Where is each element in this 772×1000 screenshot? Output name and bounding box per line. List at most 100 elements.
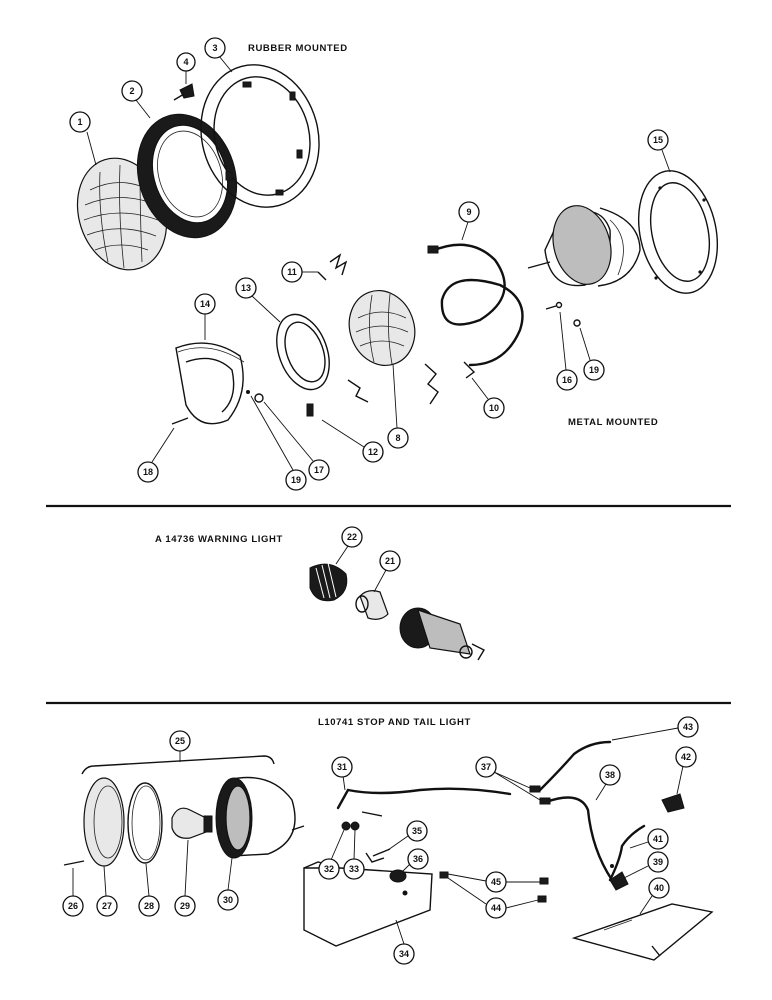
- callout-31: 31: [331, 756, 353, 791]
- svg-text:19: 19: [291, 475, 301, 485]
- svg-text:32: 32: [324, 864, 334, 874]
- callout-22: 22: [335, 526, 363, 565]
- callout-36: 36: [401, 848, 429, 873]
- svg-text:4: 4: [183, 57, 188, 67]
- callout-30: 30: [217, 857, 239, 911]
- small-parts-metal: [171, 301, 581, 425]
- svg-text:17: 17: [314, 465, 324, 475]
- wire-43: [538, 740, 612, 792]
- callout-2: 2: [121, 80, 151, 119]
- warning-light-cap-22: [309, 562, 348, 602]
- callout-9: 9: [458, 201, 480, 241]
- warning-light-socket: [399, 607, 485, 661]
- svg-text:22: 22: [347, 532, 357, 542]
- svg-text:31: 31: [337, 762, 347, 772]
- warning-light-bulb-21: [355, 590, 389, 620]
- callout-12: 12: [321, 419, 384, 463]
- rubber-mounting-ring: [136, 113, 238, 239]
- wire-38-39: [544, 796, 646, 882]
- lamp-housing-30: [215, 776, 305, 859]
- trim-ring-13: [276, 313, 330, 391]
- screw-26: [63, 860, 85, 866]
- svg-text:36: 36: [413, 854, 423, 864]
- svg-text:8: 8: [395, 433, 400, 443]
- svg-text:30: 30: [223, 895, 233, 905]
- svg-text:43: 43: [683, 722, 693, 732]
- callout-28: 28: [138, 863, 160, 917]
- callout-45: 45: [447, 871, 540, 893]
- svg-text:44: 44: [491, 903, 501, 913]
- callout-37: 37: [475, 756, 541, 801]
- mounting-flange-ring: [200, 64, 320, 208]
- callout-39: 39: [623, 851, 669, 879]
- svg-text:12: 12: [368, 447, 378, 457]
- svg-text:35: 35: [412, 826, 422, 836]
- callout-14: 14: [194, 293, 216, 340]
- callout-3: 3: [204, 37, 233, 73]
- callout-25: 25: [169, 730, 191, 752]
- callout-16: 16: [556, 311, 578, 391]
- callout-1: 1: [69, 111, 97, 166]
- callout-38: 38: [595, 764, 621, 801]
- callout-26: 26: [62, 868, 84, 917]
- svg-text:2: 2: [129, 86, 134, 96]
- plate-40: [571, 903, 714, 961]
- callout-4: 4: [176, 52, 196, 84]
- svg-text:38: 38: [605, 770, 615, 780]
- mounting-screw: [173, 83, 195, 101]
- stop-tail-bulb-29: [171, 807, 213, 839]
- lens-gasket-28: [127, 782, 163, 864]
- svg-text:33: 33: [349, 864, 359, 874]
- bracket-25: [81, 751, 275, 775]
- callout-40: 40: [639, 877, 670, 915]
- callout-10: 10: [471, 377, 505, 419]
- svg-text:39: 39: [653, 857, 663, 867]
- callout-17: 17: [263, 401, 330, 481]
- callout-21: 21: [373, 550, 401, 593]
- callout-18: 18: [137, 427, 175, 483]
- svg-text:13: 13: [241, 283, 251, 293]
- callout-44: 44: [447, 877, 539, 919]
- svg-text:42: 42: [681, 752, 691, 762]
- svg-text:19: 19: [589, 365, 599, 375]
- connector-42: [661, 793, 685, 813]
- callout-13: 13: [235, 277, 281, 323]
- svg-text:29: 29: [180, 901, 190, 911]
- svg-text:27: 27: [102, 901, 112, 911]
- svg-text:40: 40: [654, 883, 664, 893]
- svg-text:1: 1: [77, 117, 82, 127]
- svg-text:34: 34: [399, 949, 409, 959]
- svg-text:45: 45: [491, 877, 501, 887]
- callout-11: 11: [281, 261, 318, 283]
- harness-tail-light: [336, 787, 512, 883]
- callout-34: 34: [393, 919, 415, 965]
- svg-text:21: 21: [385, 556, 395, 566]
- callout-41: 41: [629, 828, 669, 850]
- lamp-door-14: [175, 342, 245, 425]
- svg-text:26: 26: [68, 901, 78, 911]
- svg-text:3: 3: [212, 43, 217, 53]
- svg-text:25: 25: [175, 736, 185, 746]
- retaining-ring-15: [637, 170, 719, 294]
- sealed-beam-8: [348, 290, 416, 366]
- callout-35: 35: [387, 820, 428, 851]
- svg-text:37: 37: [481, 762, 491, 772]
- callout-19-right: 19: [579, 327, 605, 381]
- label-warning-light: A 14736 WARNING LIGHT: [155, 534, 283, 545]
- callout-42: 42: [675, 746, 697, 795]
- callout-15: 15: [647, 129, 671, 173]
- wiring-harness-9: [427, 243, 524, 379]
- callout-29: 29: [174, 839, 196, 917]
- callout-43: 43: [611, 716, 699, 741]
- svg-text:10: 10: [489, 403, 499, 413]
- label-stop-tail-light: L10741 STOP AND TAIL LIGHT: [318, 717, 471, 728]
- svg-text:28: 28: [144, 901, 154, 911]
- svg-text:18: 18: [143, 467, 153, 477]
- callout-27: 27: [96, 865, 118, 917]
- svg-text:41: 41: [653, 834, 663, 844]
- springs-11: [317, 253, 439, 405]
- callout-8: 8: [387, 363, 409, 449]
- callout-19-left: 19: [250, 395, 307, 491]
- label-rubber-mounted: RUBBER MOUNTED: [248, 43, 348, 54]
